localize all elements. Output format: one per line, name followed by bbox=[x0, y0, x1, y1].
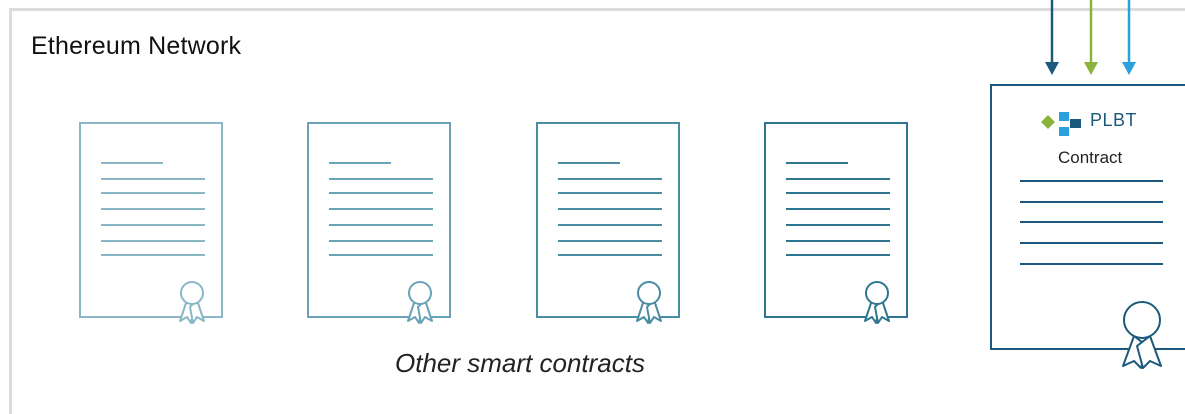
doc-text-line bbox=[786, 162, 848, 164]
smart-contract-doc-3 bbox=[536, 122, 680, 324]
smart-contract-doc-4 bbox=[764, 122, 908, 324]
other-contracts-caption: Other smart contracts bbox=[395, 348, 645, 378]
doc-text-line bbox=[329, 224, 433, 226]
doc-text-line bbox=[558, 162, 620, 164]
doc-text-line bbox=[101, 208, 205, 210]
plbt-text-line-3 bbox=[1020, 221, 1163, 223]
doc-text-line bbox=[101, 254, 205, 256]
doc-text-line bbox=[558, 208, 662, 210]
doc-text-line bbox=[329, 192, 433, 194]
plbt-text-line-1 bbox=[1020, 180, 1163, 182]
plbt-seal-icon bbox=[1122, 301, 1162, 369]
doc-text-line bbox=[101, 162, 163, 164]
seal-icon bbox=[179, 281, 205, 324]
incoming-arrow-green-icon bbox=[1084, 0, 1098, 75]
plbt-text-line-2 bbox=[1020, 201, 1163, 203]
doc-text-line bbox=[329, 208, 433, 210]
doc-text-line bbox=[558, 178, 662, 180]
doc-text-line bbox=[329, 162, 391, 164]
seal-icon bbox=[407, 281, 433, 324]
doc-text-line bbox=[786, 224, 890, 226]
incoming-arrow-navy-icon bbox=[1045, 0, 1059, 75]
network-title: Ethereum Network bbox=[31, 32, 242, 60]
plbt-text-line-4 bbox=[1020, 242, 1163, 244]
plbt-subtitle: Contract bbox=[1058, 148, 1123, 167]
doc-text-line bbox=[329, 240, 433, 242]
doc-text-line bbox=[786, 192, 890, 194]
logo-blue-square-bottom bbox=[1059, 127, 1069, 136]
incoming-arrow-blue-icon bbox=[1122, 0, 1136, 75]
doc-text-line bbox=[786, 178, 890, 180]
doc-text-line bbox=[558, 224, 662, 226]
doc-text-line bbox=[329, 178, 433, 180]
doc-text-line bbox=[101, 240, 205, 242]
doc-text-line bbox=[786, 240, 890, 242]
doc-text-line bbox=[101, 192, 205, 194]
doc-text-line bbox=[101, 224, 205, 226]
seal-icon bbox=[864, 281, 890, 324]
doc-text-line bbox=[101, 178, 205, 180]
doc-text-line bbox=[558, 254, 662, 256]
plbt-text-line-5 bbox=[1020, 263, 1163, 265]
smart-contract-doc-1 bbox=[79, 122, 223, 324]
doc-text-line bbox=[558, 240, 662, 242]
logo-navy-square-right bbox=[1070, 119, 1081, 128]
seal-icon bbox=[636, 281, 662, 324]
logo-blue-square-top bbox=[1059, 112, 1069, 121]
smart-contract-doc-2 bbox=[307, 122, 451, 324]
logo-green-diamond bbox=[1041, 115, 1055, 129]
doc-text-line bbox=[786, 208, 890, 210]
plbt-logo-icon bbox=[1041, 112, 1081, 136]
ethereum-network-frame bbox=[9, 8, 1185, 414]
doc-text-line bbox=[786, 254, 890, 256]
doc-text-line bbox=[329, 254, 433, 256]
plbt-name: PLBT bbox=[1090, 110, 1138, 130]
doc-text-line bbox=[558, 192, 662, 194]
